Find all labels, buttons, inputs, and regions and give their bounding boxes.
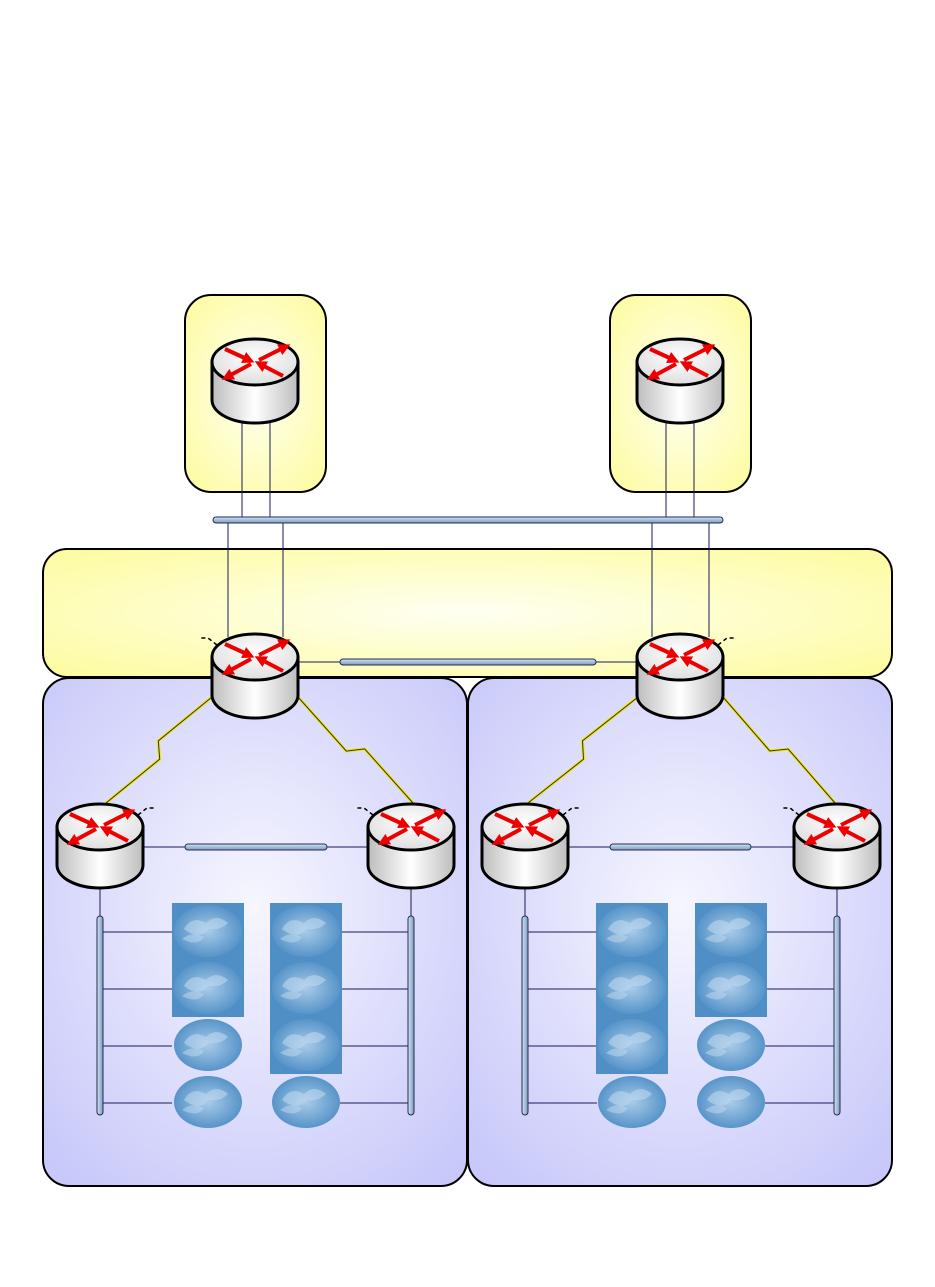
router-top bbox=[212, 339, 298, 385]
cloud-icon bbox=[174, 905, 242, 957]
router-top bbox=[637, 634, 723, 680]
router-top bbox=[794, 804, 880, 850]
router-icon[interactable] bbox=[200, 634, 298, 718]
router-top bbox=[368, 804, 454, 850]
zones bbox=[43, 295, 892, 1186]
cloud-stack bbox=[695, 903, 767, 1128]
left-b-lan bbox=[408, 916, 414, 1115]
backbone-bus bbox=[340, 659, 596, 665]
cloud-icon bbox=[272, 962, 340, 1014]
right-area-bus bbox=[610, 844, 751, 850]
router-top bbox=[57, 804, 143, 850]
cloud-icon bbox=[598, 962, 666, 1014]
cloud-icon bbox=[598, 1076, 666, 1128]
router-icon[interactable] bbox=[482, 804, 580, 888]
cloud-stack bbox=[172, 903, 244, 1128]
top-bus bbox=[213, 517, 723, 523]
left-area-bus bbox=[185, 844, 327, 850]
cloud-icon bbox=[697, 962, 765, 1014]
cloud-icon bbox=[272, 905, 340, 957]
router-top bbox=[637, 339, 723, 385]
router-icon[interactable] bbox=[782, 804, 880, 888]
router-icon[interactable] bbox=[212, 339, 298, 423]
cloud-stack bbox=[596, 903, 668, 1128]
cloud-icon bbox=[697, 1076, 765, 1128]
cloud-icon bbox=[272, 1076, 340, 1128]
router-top bbox=[212, 634, 298, 680]
cloud-icon bbox=[272, 1019, 340, 1071]
cloud-icon bbox=[598, 905, 666, 957]
cloud-icon bbox=[598, 1019, 666, 1071]
left-a-lan bbox=[97, 916, 103, 1115]
router-icon[interactable] bbox=[637, 339, 723, 423]
router-icon[interactable] bbox=[57, 804, 155, 888]
router-icon[interactable] bbox=[356, 804, 454, 888]
router-icon[interactable] bbox=[637, 634, 735, 718]
cloud-stack bbox=[270, 903, 342, 1128]
cloud-icon bbox=[697, 905, 765, 957]
cloud-icon bbox=[174, 1019, 242, 1071]
cloud-icon bbox=[174, 1076, 242, 1128]
right-b-lan bbox=[834, 916, 840, 1115]
backbone-zone bbox=[43, 549, 892, 677]
cloud-icon bbox=[697, 1019, 765, 1071]
right-a-lan bbox=[522, 916, 528, 1115]
router-top bbox=[482, 804, 568, 850]
cloud-icon bbox=[174, 962, 242, 1014]
